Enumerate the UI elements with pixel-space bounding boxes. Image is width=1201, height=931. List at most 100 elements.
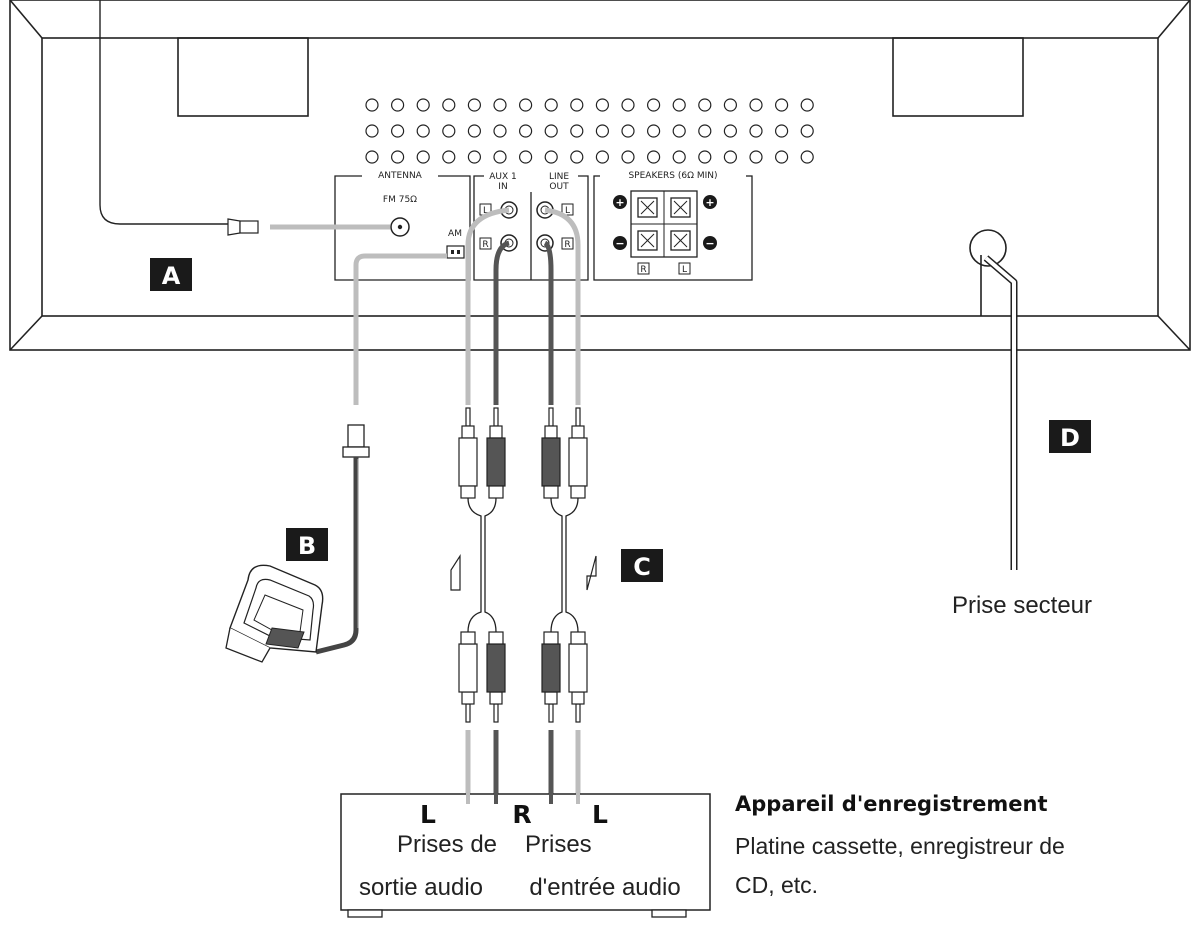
vent-hole: [672, 98, 686, 112]
fm-label: FM 75Ω: [383, 195, 417, 205]
vent-hole: [800, 124, 814, 138]
minus-icon: [703, 236, 717, 250]
plus-icon: [703, 195, 717, 209]
speakers-label: SPEAKERS (6Ω MIN): [628, 171, 717, 181]
speaker-r-mark: R: [640, 265, 646, 275]
vent-hole: [416, 124, 430, 138]
vent-hole: [518, 124, 533, 138]
vent-hole: [621, 98, 635, 112]
vent-hole: [698, 124, 712, 138]
line-out-label: OUT: [549, 182, 569, 192]
vent-hole: [749, 124, 763, 138]
vent-hole: [518, 98, 533, 112]
audio-out-label-line1: Prises de: [397, 831, 497, 858]
vent-hole: [544, 150, 558, 164]
minus-icon: [613, 236, 627, 250]
vent-hole: [391, 124, 405, 138]
badge-d: D: [1049, 420, 1091, 453]
speakers-section: SPEAKERS (6Ω MIN) + + − −: [593, 169, 753, 281]
rca-plug: [458, 631, 478, 723]
badge-b-letter: B: [298, 532, 316, 560]
vent-hole: [723, 98, 738, 112]
vent-hole: [391, 150, 405, 164]
antenna-label: ANTENNA: [378, 171, 423, 181]
vent-hole: [774, 98, 789, 112]
vent-hole: [467, 98, 481, 112]
recorder-out-l-letter: L: [420, 800, 436, 829]
vent-hole: [467, 150, 481, 164]
vent-hole: [646, 150, 661, 164]
vent-hole: [800, 98, 814, 112]
unit-body: [9, 0, 1191, 351]
am-label: AM: [448, 229, 462, 239]
power-cord: [969, 229, 1018, 570]
rca-plug: [486, 631, 506, 723]
badge-c-letter: C: [633, 553, 651, 581]
vent-hole: [749, 150, 763, 164]
vent-hole: [365, 150, 379, 164]
recorder-r-letter: R: [512, 800, 531, 829]
vent-hole: [595, 124, 610, 138]
vent-hole: [621, 150, 635, 164]
line-label: LINE: [549, 172, 569, 182]
vent-hole: [621, 124, 635, 138]
vent-hole: [365, 124, 379, 138]
vent-hole: [442, 98, 456, 112]
am-loop-antenna: [225, 253, 447, 663]
vent-hole: [595, 98, 610, 112]
vent-hole: [544, 124, 558, 138]
wall-outlet-label: Prise secteur: [952, 592, 1092, 619]
vent-hole: [570, 150, 584, 164]
vent-hole: [672, 150, 686, 164]
rca-plug: [541, 407, 561, 499]
vent-hole: [595, 150, 610, 164]
vent-hole: [416, 150, 430, 164]
vent-hole: [698, 98, 712, 112]
plus-sign: +: [705, 196, 714, 209]
plus-icon: [613, 195, 627, 209]
recorder-title: Appareil d'enregistrement: [735, 792, 1048, 816]
vent-hole: [749, 98, 763, 112]
rca-plug: [458, 407, 478, 499]
vent-hole: [391, 98, 405, 112]
vent-hole: [774, 150, 789, 164]
vent-hole: [723, 124, 738, 138]
vent-hole: [570, 124, 584, 138]
vent-hole: [493, 150, 507, 164]
recorder-in-l-letter: L: [592, 800, 608, 829]
rca-plug: [568, 407, 588, 499]
badge-b: B: [286, 528, 328, 561]
line-r-mark: R: [564, 240, 570, 250]
rca-plugs: [458, 407, 588, 723]
badge-a-letter: A: [162, 262, 181, 290]
aux-line-section: AUX 1 IN LINE OUT L R L R: [473, 168, 589, 281]
badge-a: A: [150, 258, 192, 291]
aux-label: AUX 1: [489, 172, 517, 182]
fm-antenna-cable: [99, 0, 390, 236]
minus-sign: −: [615, 237, 624, 250]
vent-hole: [518, 150, 533, 164]
vent-hole: [646, 124, 661, 138]
ventilation-grille: [365, 98, 814, 164]
vent-hole: [365, 98, 379, 112]
aux-in-label: IN: [498, 182, 507, 192]
recorder-desc-line2: CD, etc.: [735, 872, 818, 898]
rca-plug: [568, 631, 588, 723]
aux-r-mark: R: [482, 240, 488, 250]
recording-device: L R L Prises de sortie audio Prises d'en…: [340, 792, 711, 918]
vent-hole: [800, 150, 814, 164]
speaker-l-mark: L: [682, 265, 687, 275]
minus-sign: −: [705, 237, 714, 250]
vent-hole: [698, 150, 712, 164]
vent-hole: [544, 98, 558, 112]
badge-c: C: [621, 549, 663, 582]
vent-hole: [774, 124, 789, 138]
vent-hole: [570, 98, 584, 112]
vent-hole: [672, 124, 686, 138]
vent-hole: [493, 124, 507, 138]
vent-hole: [442, 150, 456, 164]
recorder-desc-line1: Platine cassette, enregistreur de: [735, 833, 1065, 859]
rca-cables: [450, 207, 597, 810]
audio-in-label-line2: d'entrée audio: [529, 874, 680, 901]
am-terminal[interactable]: [446, 245, 465, 259]
